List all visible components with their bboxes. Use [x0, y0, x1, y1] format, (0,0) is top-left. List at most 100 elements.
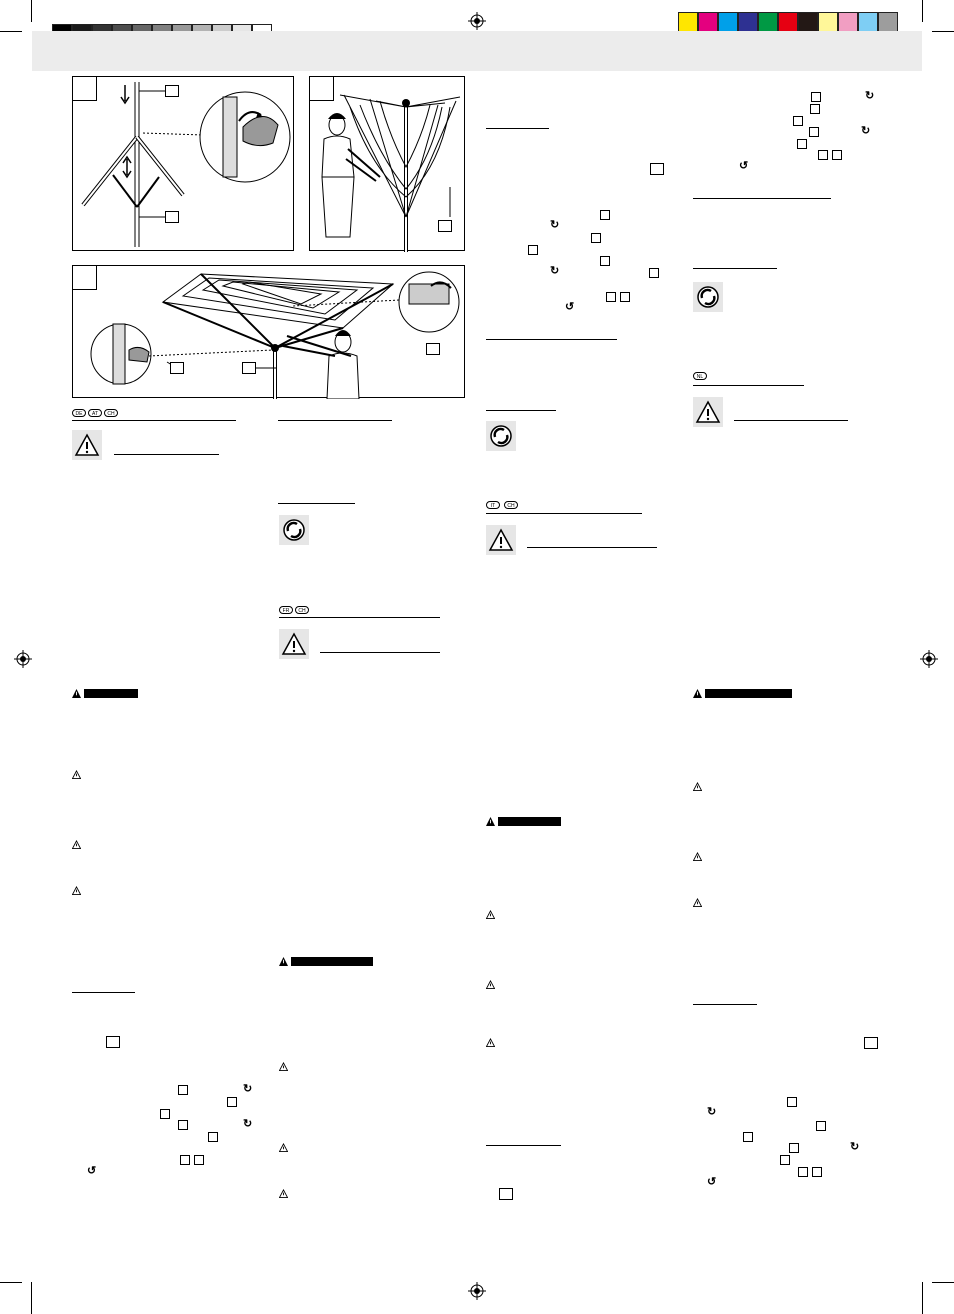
part-label-box: [528, 245, 538, 255]
color-swatch: [858, 12, 878, 33]
lang-badge-fr: FR: [279, 606, 293, 614]
figure-number: [73, 77, 97, 101]
registration-mark: [14, 650, 32, 668]
part-label-box: [864, 1037, 878, 1049]
color-bar: [658, 0, 908, 34]
section-rule: [693, 1004, 757, 1005]
section-rule: [278, 503, 355, 504]
rotate-counterclockwise-icon: ↺: [707, 1176, 717, 1188]
part-label-box: [787, 1097, 797, 1107]
warning-bar: [84, 689, 138, 698]
illustration-pole: [81, 82, 291, 247]
part-label-box: [499, 1188, 513, 1200]
color-swatch: [778, 12, 798, 33]
section-rule: [693, 268, 777, 269]
crop-mark: [922, 1282, 923, 1314]
registration-mark: [920, 650, 938, 668]
part-label-box: [649, 268, 659, 278]
part-label-box: [743, 1132, 753, 1142]
registration-mark: [468, 1282, 486, 1300]
part-label-box: [793, 116, 803, 126]
part-label-box: [811, 92, 821, 102]
heading-rule: [114, 454, 219, 455]
part-label-box: [620, 292, 630, 302]
part-label-box: [160, 1109, 170, 1119]
color-swatch: [738, 12, 758, 33]
warning-triangle: [693, 898, 702, 907]
warning-triangle: [279, 629, 309, 659]
color-swatch: [878, 12, 898, 33]
part-label-box: [606, 292, 616, 302]
part-label-box: [194, 1155, 204, 1165]
warning-triangle: [72, 430, 102, 460]
recycle-symbol: [279, 515, 309, 545]
warning-triangle: [486, 525, 516, 555]
part-label-box: [426, 343, 440, 355]
warning-triangle: [486, 980, 495, 989]
rotate-clockwise-icon: ↻: [243, 1118, 253, 1130]
recycle-symbol: [486, 421, 516, 451]
part-label-box: [591, 233, 601, 243]
figure-number: [310, 77, 334, 101]
part-label-box: [242, 362, 256, 374]
crop-mark: [31, 1282, 32, 1314]
part-label-box: [832, 150, 842, 160]
figure-1-pole-legs: [72, 76, 294, 251]
crop-mark: [922, 0, 923, 22]
crop-mark: [31, 0, 32, 22]
warning-triangle: [486, 910, 495, 919]
part-label-box: [178, 1085, 188, 1095]
rotate-clockwise-icon: ↻: [865, 90, 875, 102]
rotate-clockwise-icon: ↻: [707, 1106, 717, 1118]
warning-triangle: [693, 397, 723, 427]
section-rule: [486, 339, 617, 340]
warning-triangle: [72, 840, 81, 849]
illustration-woman-dryer: [321, 94, 461, 252]
part-label-box: [818, 150, 828, 160]
color-swatch: [818, 12, 838, 33]
rotate-counterclockwise-icon: ↺: [87, 1165, 97, 1177]
rotate-clockwise-icon: ↻: [550, 219, 560, 231]
color-swatch: [838, 12, 858, 33]
lang-badge-ch: CH: [295, 606, 309, 614]
part-label-box: [816, 1121, 826, 1131]
crop-mark: [932, 1282, 954, 1283]
heading-rule: [320, 652, 440, 653]
part-label-box: [170, 362, 184, 374]
section-rule: [486, 1145, 561, 1146]
color-swatch: [698, 12, 718, 33]
warning-triangle: [279, 957, 288, 966]
section-rule: [278, 420, 392, 421]
part-label-box: [789, 1143, 799, 1153]
section-rule: [279, 617, 440, 618]
part-label-box: [812, 1167, 822, 1177]
warning-triangle: [693, 852, 702, 861]
rotate-clockwise-icon: ↻: [550, 265, 560, 277]
color-swatch: [798, 12, 818, 33]
part-label-box: [600, 210, 610, 220]
color-swatch: [718, 12, 738, 33]
part-label-box: [208, 1132, 218, 1142]
warning-bar: [291, 957, 373, 966]
part-label-box: [797, 139, 807, 149]
warning-triangle: [486, 1038, 495, 1047]
part-label-box: [438, 220, 452, 232]
rotate-clockwise-icon: ↻: [850, 1141, 860, 1153]
section-rule: [72, 420, 236, 421]
registration-mark: [468, 12, 486, 30]
warning-triangle: [693, 782, 702, 791]
color-swatch: [678, 12, 698, 33]
part-label-box: [178, 1120, 188, 1130]
rotate-clockwise-icon: ↻: [861, 125, 871, 137]
warning-triangle: [279, 1062, 288, 1071]
part-label-box: [227, 1097, 237, 1107]
lang-badge-at: AT: [88, 409, 102, 417]
part-label-box: [165, 85, 179, 97]
lang-badge-it: IT: [486, 501, 500, 509]
lang-badge-ch: CH: [104, 409, 118, 417]
part-label-box: [106, 1036, 120, 1048]
part-label-box: [180, 1155, 190, 1165]
crop-mark: [0, 1282, 22, 1283]
rotate-counterclockwise-icon: ↺: [739, 160, 749, 172]
part-label-box: [600, 256, 610, 266]
